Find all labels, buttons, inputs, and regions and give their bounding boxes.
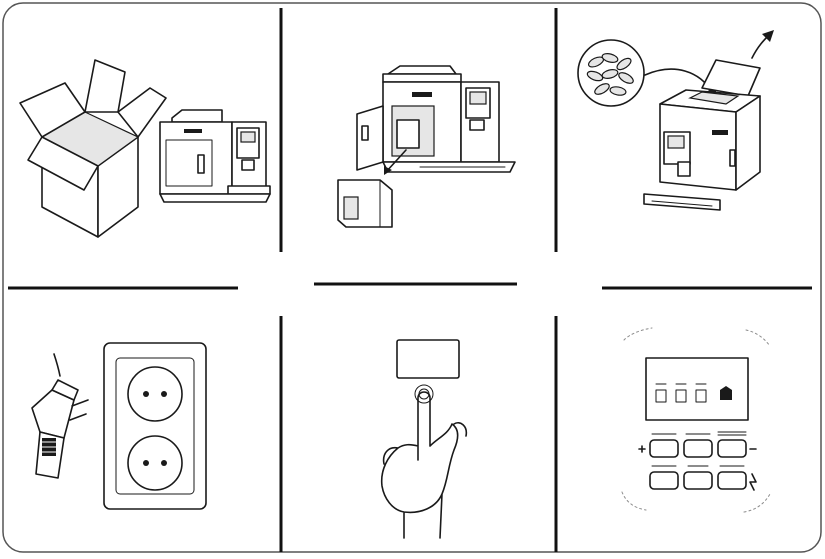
panel-water-tank bbox=[338, 66, 515, 227]
coffee-machine-open-door-icon bbox=[357, 66, 515, 172]
panel-power bbox=[32, 343, 206, 509]
panel-unbox bbox=[20, 60, 270, 237]
coffee-beans-icon bbox=[578, 40, 644, 106]
coffee-machine-lid-open-icon bbox=[644, 30, 774, 210]
panel-buttons-icon bbox=[639, 432, 756, 490]
water-tank-icon bbox=[338, 180, 392, 227]
panel-beans bbox=[578, 30, 774, 210]
panel-switch-on bbox=[382, 340, 467, 538]
box-icon bbox=[20, 60, 166, 237]
power-plug-icon bbox=[32, 354, 88, 478]
panel-control-panel bbox=[622, 328, 770, 512]
coffee-machine-icon bbox=[160, 110, 270, 202]
hand-pointing-icon bbox=[382, 392, 467, 538]
display-icon bbox=[646, 358, 748, 420]
wall-socket-icon bbox=[104, 343, 206, 509]
